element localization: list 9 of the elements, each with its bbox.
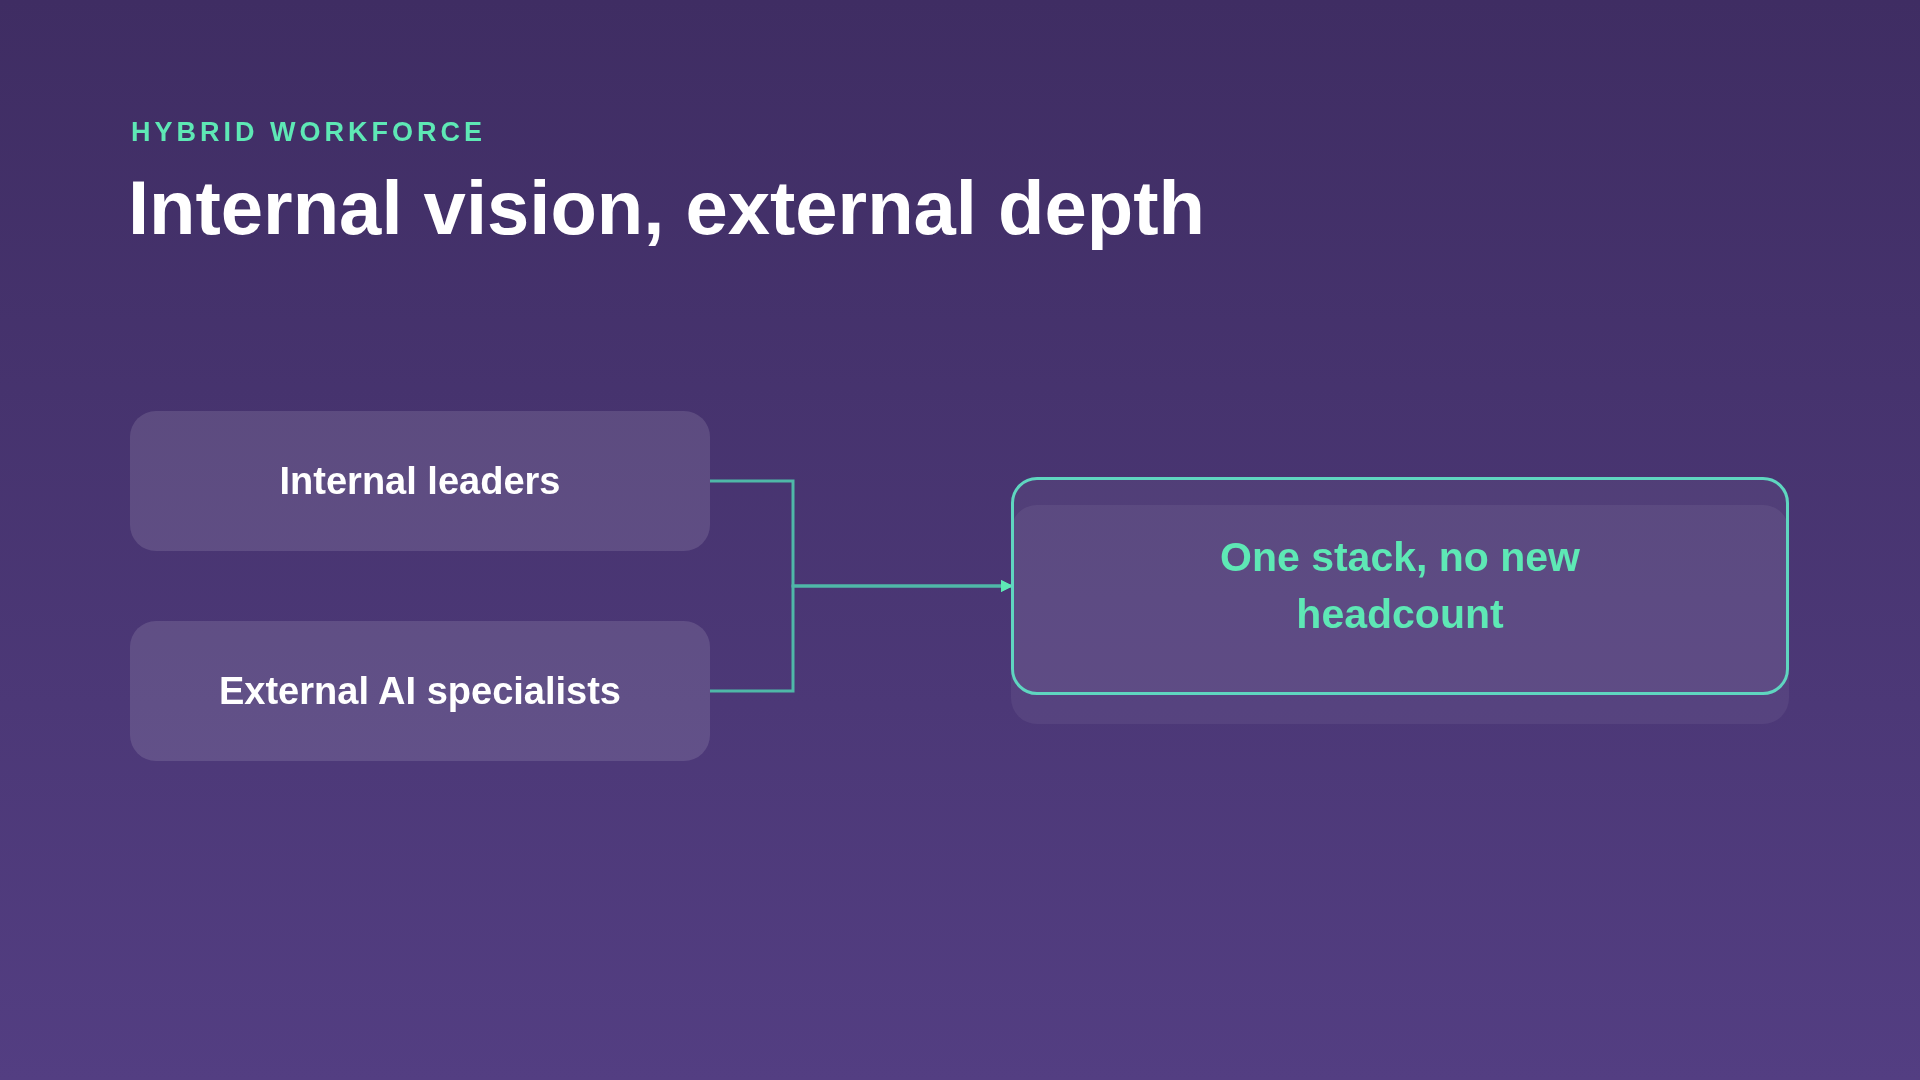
role-box: [130, 411, 710, 551]
role-box: [130, 621, 710, 761]
node-label: Internal leaders: [279, 458, 561, 504]
node-label: One stack, no new headcount: [1219, 532, 1581, 639]
node-label: External AI specialists: [219, 668, 621, 714]
result-box: [1011, 477, 1789, 695]
kicker-text: HYBRID WORKFORCE: [131, 116, 486, 149]
title: Internal vision, external depth: [128, 164, 1205, 252]
connector-arrow: [710, 580, 1013, 693]
